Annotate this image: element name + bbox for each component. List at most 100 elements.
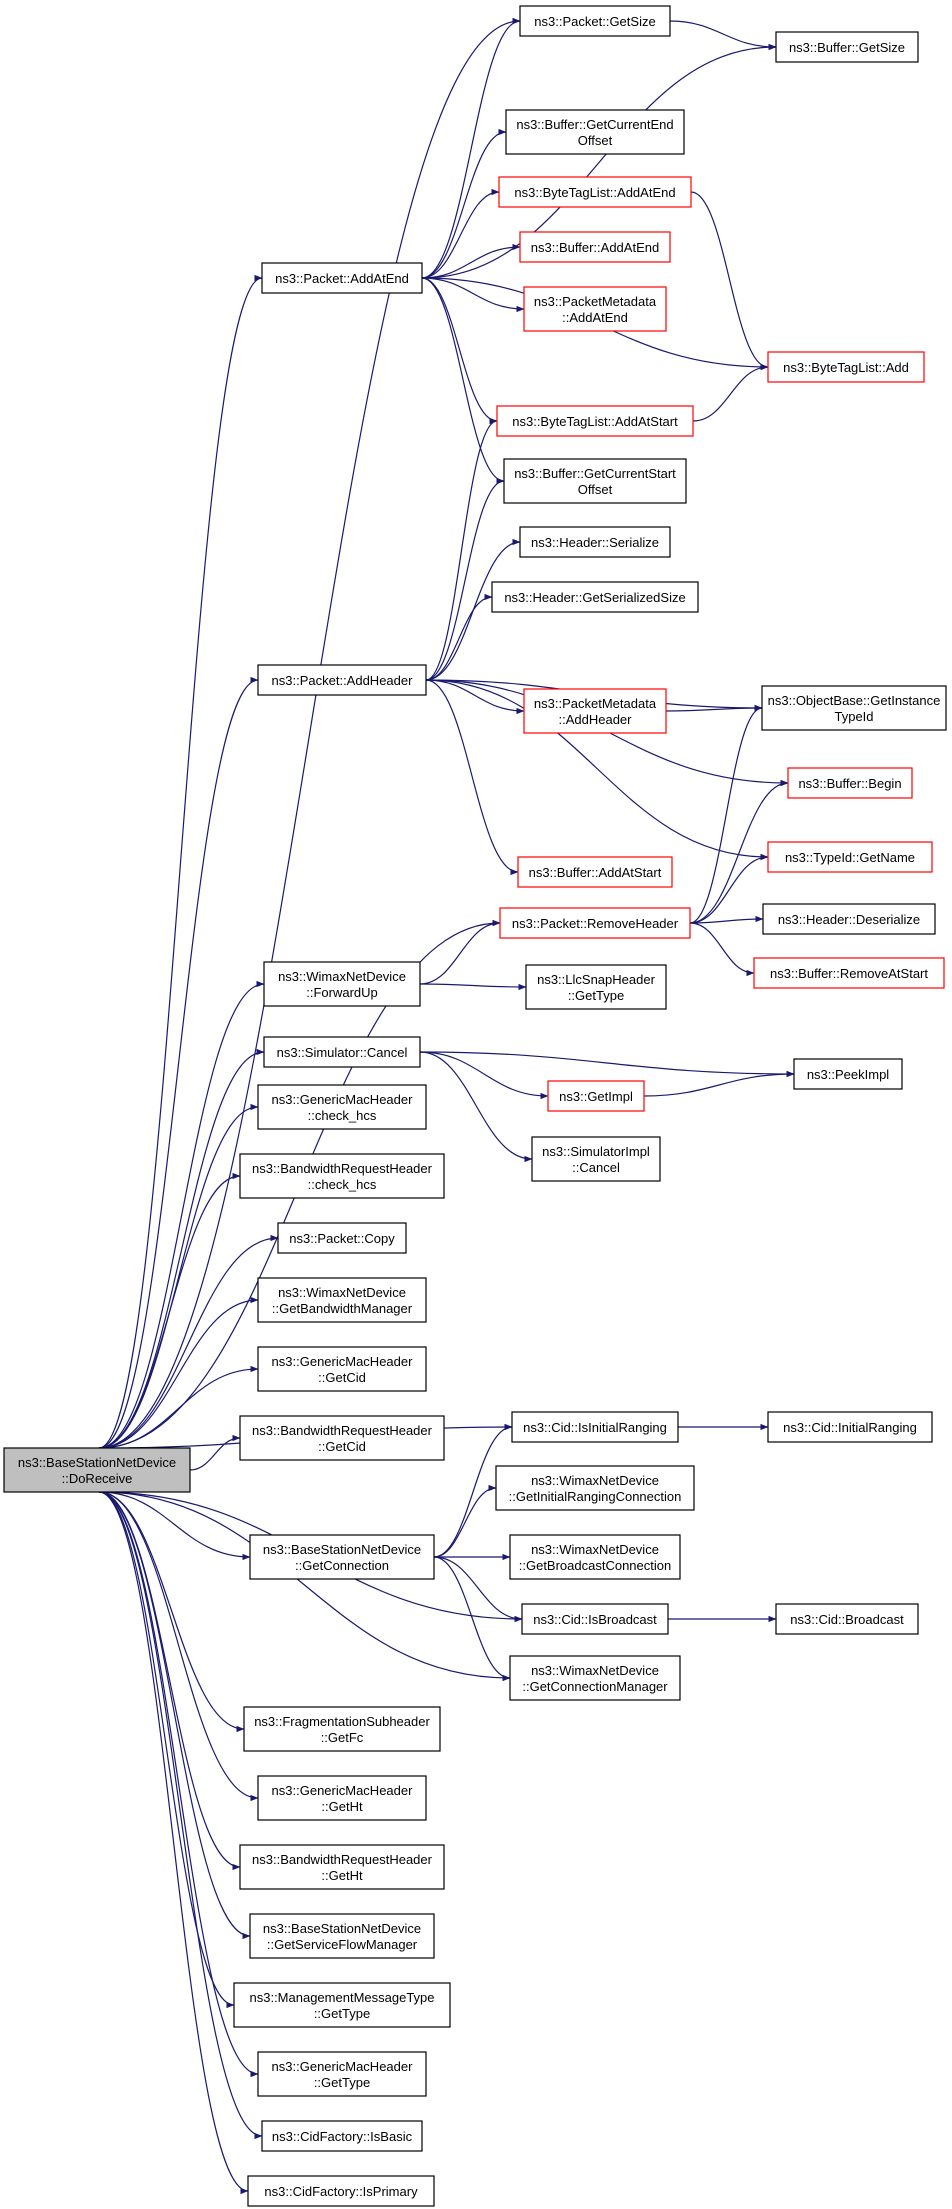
- node-peekimpl[interactable]: ns3::PeekImpl: [793, 1058, 903, 1090]
- edge-root-to-packet_addheader: [98, 676, 259, 1449]
- node-header_getserializedsize[interactable]: ns3::Header::GetSerializedSize: [491, 581, 699, 613]
- node-label: ns3::ByteTagList::AddAtEnd: [514, 185, 675, 200]
- node-basestationnetdevice_getconnection[interactable]: ns3::BaseStationNetDevice::GetConnection: [249, 1534, 435, 1580]
- node-simulator_cancel[interactable]: ns3::Simulator::Cancel: [263, 1036, 421, 1068]
- edge-packet_addatend-to-buffer_addatend: [421, 243, 521, 279]
- edge-packet_addatend-to-buffer_getcurrentstartoffset: [421, 277, 505, 485]
- edge-root-to-fragmentationsubheader_getfc: [98, 1491, 245, 1733]
- node-label: ns3::Cid::IsBroadcast: [533, 1612, 657, 1627]
- node-bandwidthrequestheader_getht[interactable]: ns3::BandwidthRequestHeader::GetHt: [239, 1844, 445, 1890]
- node-cidfactory_isbasic[interactable]: ns3::CidFactory::IsBasic: [261, 2120, 423, 2152]
- node-label: ns3::SimulatorImpl: [542, 1144, 650, 1159]
- node-packet_copy[interactable]: ns3::Packet::Copy: [277, 1222, 407, 1254]
- node-label: ns3::BandwidthRequestHeader: [252, 1161, 433, 1176]
- node-packet_removeheader[interactable]: ns3::Packet::RemoveHeader: [499, 907, 691, 939]
- node-label: ns3::CidFactory::IsBasic: [272, 2129, 413, 2144]
- node-packetmetadata_addatend[interactable]: ns3::PacketMetadata::AddAtEnd: [523, 286, 667, 332]
- node-getimpl[interactable]: ns3::GetImpl: [547, 1080, 645, 1112]
- node-label: TypeId: [834, 709, 873, 724]
- node-box: [277, 1222, 407, 1254]
- node-header_deserialize[interactable]: ns3::Header::Deserialize: [762, 903, 936, 935]
- node-label: ns3::WimaxNetDevice: [531, 1663, 659, 1678]
- node-label: ::GetBroadcastConnection: [519, 1558, 671, 1573]
- node-label: ns3::Packet::Copy: [289, 1231, 395, 1246]
- node-box: [775, 1603, 919, 1635]
- node-cid_initialranging[interactable]: ns3::Cid::InitialRanging: [767, 1411, 933, 1443]
- node-buffer_addatend[interactable]: ns3::Buffer::AddAtEnd: [519, 231, 671, 263]
- node-box: [233, 1982, 451, 2028]
- node-label: ::AddAtEnd: [562, 310, 628, 325]
- node-box: [247, 2175, 435, 2207]
- node-box: [519, 526, 671, 558]
- node-cid_broadcast[interactable]: ns3::Cid::Broadcast: [775, 1603, 919, 1635]
- edge-root-to-packet_getsize: [98, 17, 521, 1449]
- edge-packet_addheader-to-buffer_addatstart: [425, 679, 519, 876]
- node-bandwidthrequestheader_getcid[interactable]: ns3::BandwidthRequestHeader::GetCid: [239, 1415, 445, 1461]
- node-packet_addatend[interactable]: ns3::Packet::AddAtEnd: [261, 262, 423, 294]
- edge-bytetaglist_addatend-to-bytetaglist_add: [690, 191, 769, 371]
- node-box: [498, 176, 692, 208]
- edge-simulator_cancel-to-peekimpl: [419, 1051, 795, 1078]
- edge-packet_addatend-to-bytetaglist_addatend: [421, 188, 500, 279]
- node-box: [257, 1775, 427, 1821]
- node-cid_isinitialranging[interactable]: ns3::Cid::IsInitialRanging: [511, 1411, 679, 1443]
- node-bytetaglist_add[interactable]: ns3::ByteTagList::Add: [767, 351, 925, 383]
- node-label: ns3::LlcSnapHeader: [537, 972, 655, 987]
- edge-packet_removeheader-to-objectbase_getinstancetypeid: [689, 704, 763, 924]
- node-cidfactory_isprimary[interactable]: ns3::CidFactory::IsPrimary: [247, 2175, 435, 2207]
- node-fragmentationsubheader_getfc[interactable]: ns3::FragmentationSubheader::GetFc: [243, 1706, 441, 1752]
- edge-getimpl-to-peekimpl: [643, 1070, 795, 1097]
- node-label: ::AddHeader: [559, 712, 633, 727]
- node-header_serialize[interactable]: ns3::Header::Serialize: [519, 526, 671, 558]
- node-packet_addheader[interactable]: ns3::Packet::AddHeader: [257, 664, 427, 696]
- node-genericmacheader_gettype[interactable]: ns3::GenericMacHeader::GetType: [257, 2051, 427, 2097]
- edge-bytetaglist_addatstart-to-bytetaglist_add: [692, 363, 769, 422]
- node-genericmacheader_getht[interactable]: ns3::GenericMacHeader::GetHt: [257, 1775, 427, 1821]
- node-wimaxnetdevice_getbroadcastconnection[interactable]: ns3::WimaxNetDevice::GetBroadcastConnect…: [509, 1534, 681, 1580]
- node-layer: ns3::BaseStationNetDevice::DoReceivens3:…: [3, 5, 947, 2207]
- edge-packet_addatend-to-packet_getsize: [421, 17, 521, 279]
- node-wimaxnetdevice_getbandwidthmanager[interactable]: ns3::WimaxNetDevice::GetBandwidthManager: [257, 1277, 427, 1323]
- edge-packet_removeheader-to-typeid_getname: [689, 853, 769, 924]
- edge-packet_getsize-to-buffer_getsize: [669, 20, 777, 51]
- node-label: ns3::BaseStationNetDevice: [263, 1921, 421, 1936]
- node-bandwidthrequestheader_check_hcs[interactable]: ns3::BandwidthRequestHeader::check_hcs: [239, 1153, 445, 1199]
- node-label: ns3::Cid::Broadcast: [790, 1612, 904, 1627]
- node-managementmessagetype_gettype[interactable]: ns3::ManagementMessageType::GetType: [233, 1982, 451, 2028]
- node-wimaxnetdevice_forwardup[interactable]: ns3::WimaxNetDevice::ForwardUp: [263, 961, 421, 1007]
- node-label: ::GetCid: [318, 1439, 366, 1454]
- node-label: ns3::Packet::RemoveHeader: [512, 916, 679, 931]
- node-typeid_getname[interactable]: ns3::TypeId::GetName: [767, 841, 933, 873]
- node-cid_isbroadcast[interactable]: ns3::Cid::IsBroadcast: [521, 1603, 669, 1635]
- edge-root-to-simulator_cancel: [98, 1048, 265, 1449]
- node-genericmacheader_getcid[interactable]: ns3::GenericMacHeader::GetCid: [257, 1346, 427, 1392]
- node-root[interactable]: ns3::BaseStationNetDevice::DoReceive: [3, 1447, 191, 1493]
- node-packet_getsize[interactable]: ns3::Packet::GetSize: [519, 5, 671, 37]
- edge-packet_addheader-to-buffer_getcurrentstartoffset: [425, 477, 505, 681]
- node-wimaxnetdevice_getconnectionmanager[interactable]: ns3::WimaxNetDevice::GetConnectionManage…: [509, 1655, 681, 1701]
- node-llcsnapheader_gettype[interactable]: ns3::LlcSnapHeader::GetType: [525, 964, 667, 1010]
- node-wimaxnetdevice_getinitialrangingconnection[interactable]: ns3::WimaxNetDevice::GetInitialRangingCo…: [495, 1465, 695, 1511]
- node-buffer_addatstart[interactable]: ns3::Buffer::AddAtStart: [517, 856, 673, 888]
- node-label: ns3::Buffer::GetCurrentEnd: [516, 117, 673, 132]
- edge-root-to-wimaxnetdevice_getbandwidthmanager: [98, 1296, 259, 1449]
- node-label: ns3::WimaxNetDevice: [531, 1473, 659, 1488]
- node-label: ns3::Packet::AddAtEnd: [275, 271, 409, 286]
- edge-wimaxnetdevice_forwardup-to-packet_removeheader: [419, 919, 501, 985]
- node-buffer_removeatstart[interactable]: ns3::Buffer::RemoveAtStart: [753, 957, 945, 989]
- node-buffer_begin[interactable]: ns3::Buffer::Begin: [787, 767, 913, 799]
- node-basestationnetdevice_getserviceflowmanager[interactable]: ns3::BaseStationNetDevice::GetServiceFlo…: [249, 1913, 435, 1959]
- node-bytetaglist_addatend[interactable]: ns3::ByteTagList::AddAtEnd: [498, 176, 692, 208]
- node-bytetaglist_addatstart[interactable]: ns3::ByteTagList::AddAtStart: [496, 405, 694, 437]
- node-label: ::GetConnection: [295, 1558, 389, 1573]
- node-buffer_getsize[interactable]: ns3::Buffer::GetSize: [775, 31, 919, 63]
- node-packetmetadata_addheader[interactable]: ns3::PacketMetadata::AddHeader: [523, 688, 667, 734]
- node-box: [521, 1603, 669, 1635]
- node-simulatorimpl_cancel[interactable]: ns3::SimulatorImpl::Cancel: [531, 1136, 661, 1182]
- node-genericmacheader_check_hcs[interactable]: ns3::GenericMacHeader::check_hcs: [257, 1084, 427, 1130]
- node-box: [547, 1080, 645, 1112]
- edge-root-to-packet_copy: [98, 1234, 279, 1449]
